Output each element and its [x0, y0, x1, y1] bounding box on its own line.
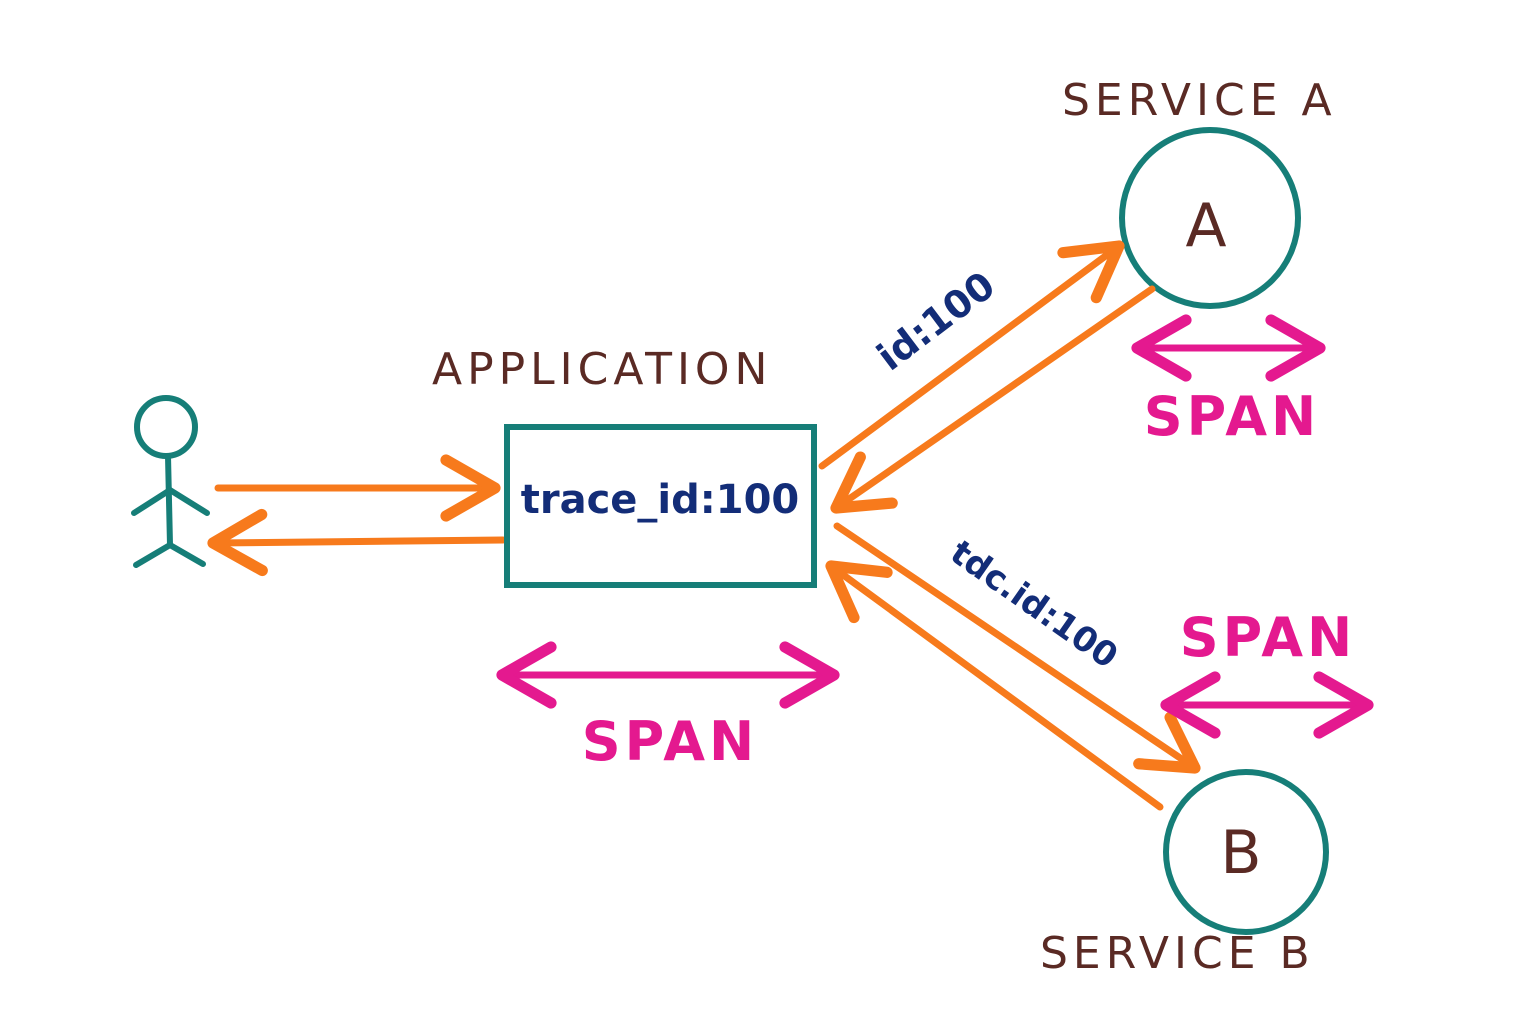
service-b-letter: B: [1220, 818, 1261, 888]
service-b-title: SERVICE B: [1040, 928, 1315, 979]
id-label-service-a: id:100: [869, 263, 1003, 379]
span-label-application: SPAN: [582, 710, 759, 773]
application-box: [504, 424, 817, 588]
span-label-service-b: SPAN: [1180, 606, 1357, 669]
trace-id-label: trace_id:100: [521, 477, 800, 523]
application-title: APPLICATION: [432, 344, 772, 395]
user-icon: [131, 395, 210, 568]
service-a-node: [1119, 127, 1301, 309]
return-arrow-from-service-a: [830, 285, 1156, 514]
service-b-node: [1163, 769, 1329, 935]
call-arrow-to-service-b: [833, 522, 1201, 774]
span-label-service-a: SPAN: [1144, 385, 1321, 448]
response-arrow-to-user: [207, 508, 507, 577]
service-a-letter: A: [1185, 191, 1226, 261]
call-arrow-to-service-a: [818, 240, 1125, 470]
return-arrow-from-service-b: [825, 560, 1164, 811]
service-a-title: SERVICE A: [1062, 75, 1337, 126]
